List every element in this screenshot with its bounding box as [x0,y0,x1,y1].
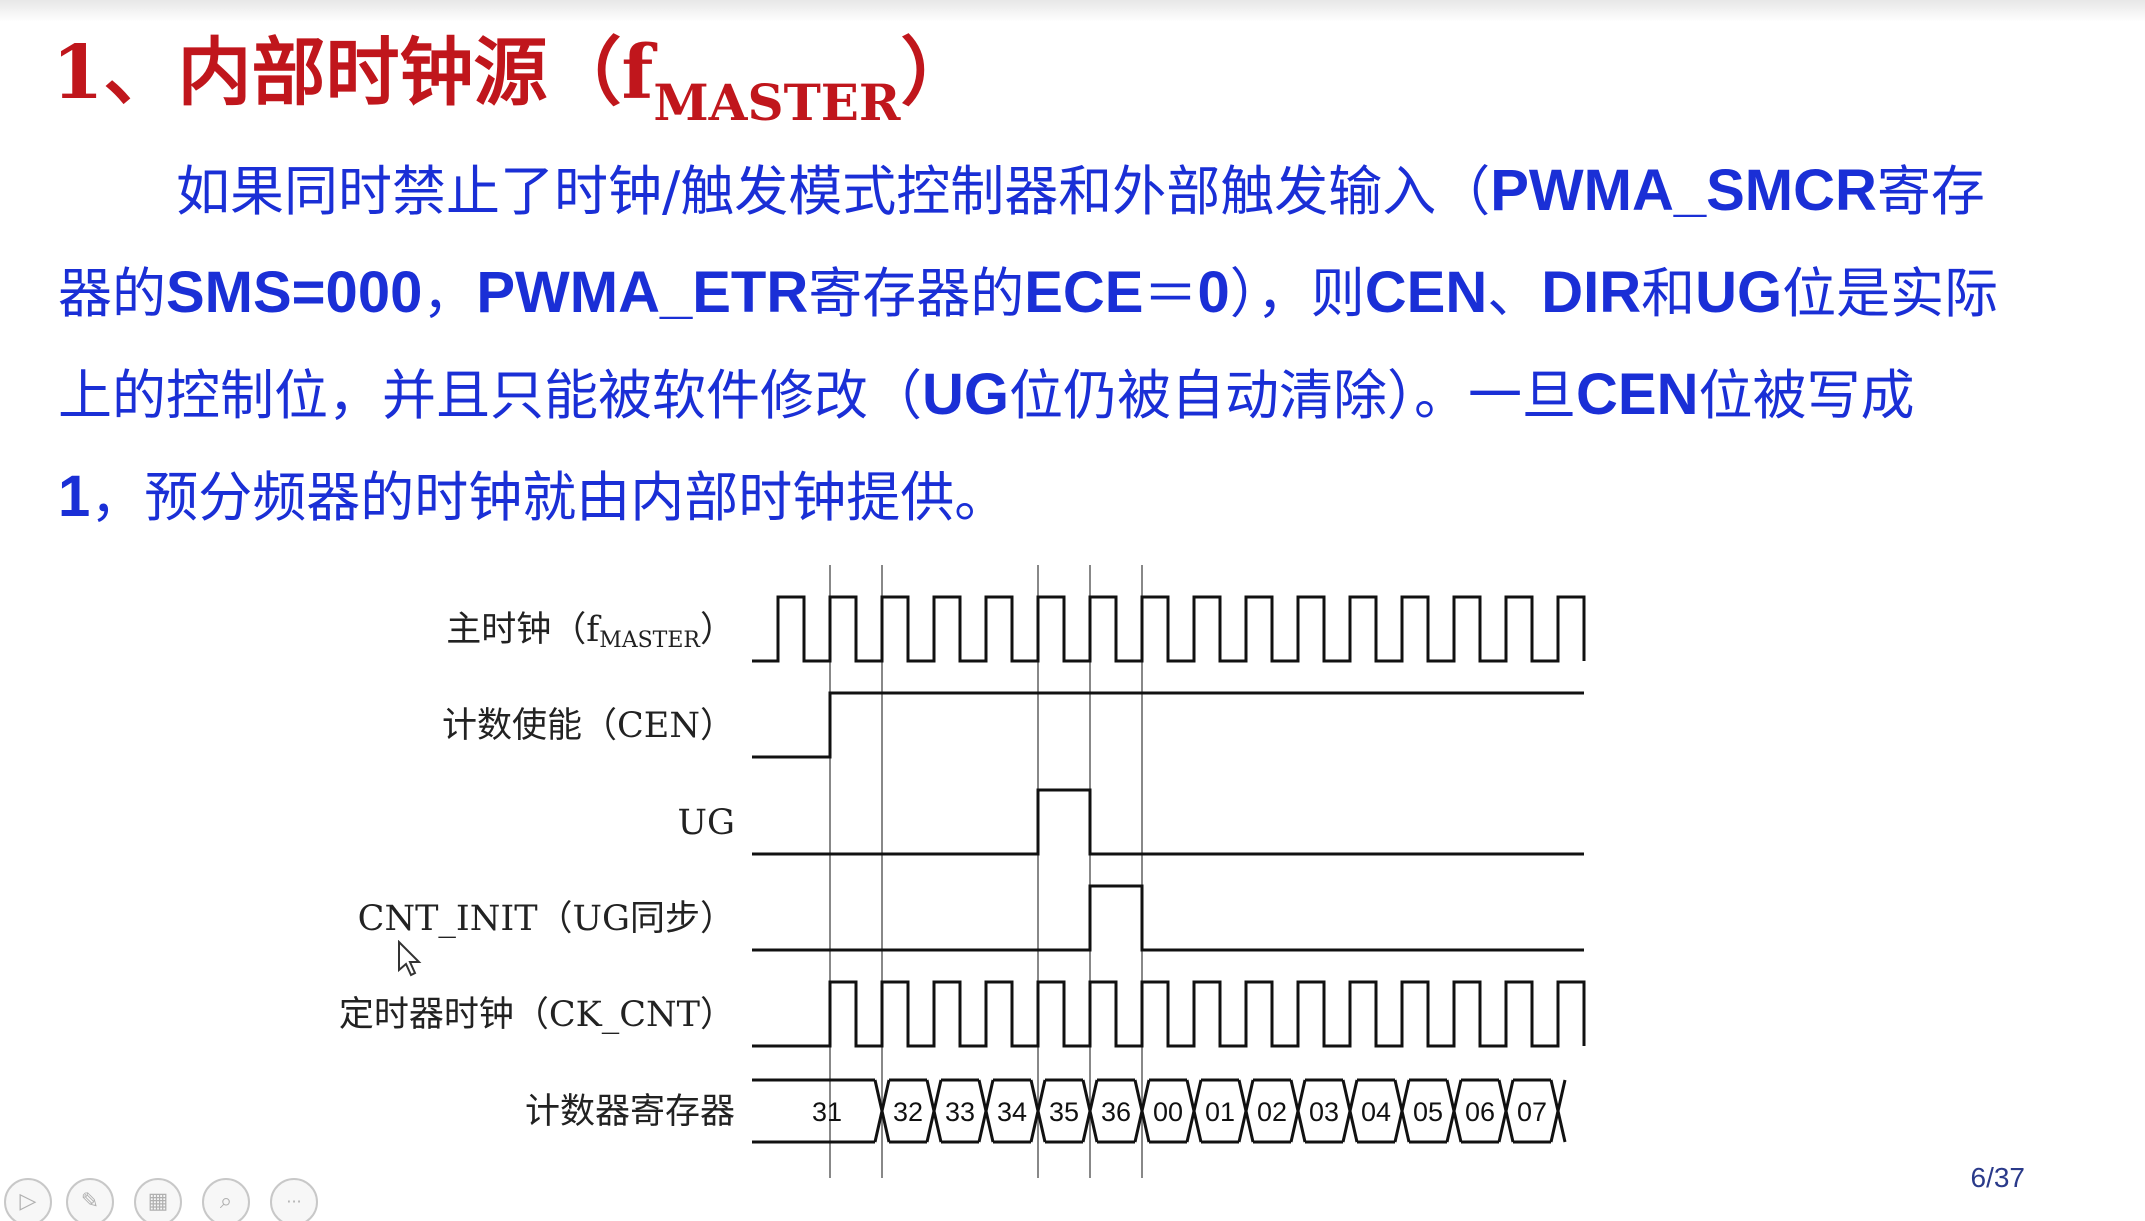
text-run: 上的控制位，并且只能被软件修改（ [58,364,922,427]
paragraph-line: 器的SMS=000，PWMA_ETR寄存器的ECE＝0），则CEN、DIR和UG… [58,242,2066,344]
text-run: 器的 [58,262,166,325]
zoom-icon[interactable]: ⌕ [202,1178,250,1221]
signal-label-counter: 计数器寄存器 [525,1092,735,1132]
signal-label-ug: UG [678,803,735,843]
counter-cell-edge [1185,1078,1239,1144]
counter-cell-edge [1081,1078,1135,1144]
signal-label-fmaster: 主时钟（fMASTER） [446,610,735,653]
bold-term: 0 [1197,260,1230,325]
bold-term: CEN [1364,260,1488,325]
bold-term: SMS=000 [166,260,423,325]
page-number: 6/37 [1970,1162,2026,1193]
counter-value: 34 [997,1097,1027,1127]
text-run: 位仍被自动清除）。一旦 [1009,364,1576,427]
counter-value: 31 [812,1097,842,1127]
signal-label-close: ） [700,610,735,650]
signal-label-text: UG [678,803,735,843]
counter-value: 36 [1101,1097,1131,1127]
text-run: ，预分频器的时钟就由内部时钟提供。 [90,466,1009,529]
text-run: 、 [1487,262,1542,325]
counter-value: 01 [1205,1097,1235,1127]
counter-value: 33 [945,1097,975,1127]
counter-value: 32 [893,1097,923,1127]
title-close: ） [900,30,975,116]
text-run: 位被写成 [1698,364,1915,427]
paragraph-line: 1，预分频器的时钟就由内部时钟提供。 [58,446,2066,548]
signal-label-subscript: MASTER [599,628,701,653]
counter-cell-edge [1133,1078,1187,1144]
title-main: 1、内部时钟源（f [52,30,654,116]
more-icon[interactable]: ··· [270,1178,318,1221]
bold-term: 1 [58,464,91,529]
counter-value: 35 [1049,1097,1079,1127]
text-run: 寄存器的 [808,262,1025,325]
ug-waveform [752,788,1584,856]
cnt-init-waveform [752,884,1584,952]
signal-label-text: 计数使能（CEN） [442,706,735,746]
cen-waveform [752,691,1584,759]
bold-term: PWMA_ETR [476,260,809,325]
counter-cell-edge [1029,1078,1083,1144]
counter-cell-edge [1445,1078,1499,1144]
signal-label-text: CNT_INIT（UG同步） [358,899,735,939]
counter-cell-edge [1393,1078,1447,1144]
counter-value: 05 [1413,1097,1443,1127]
play-icon[interactable]: ▷ [4,1178,52,1221]
counter-value: 04 [1361,1097,1391,1127]
counter-value: 06 [1465,1097,1495,1127]
text-run: 寄存 [1876,160,1985,223]
text-run: 如果同时禁止了时钟/触发模式控制器和外部触发输入（ [176,160,1491,223]
text-run: 位是实际 [1782,262,1999,325]
counter-value: 03 [1309,1097,1339,1127]
bold-term: PWMA_SMCR [1490,158,1877,223]
mouse-cursor-icon [398,940,422,977]
counter-cell-edge [873,1078,927,1144]
title-subscript: MASTER [653,73,901,132]
counter-cell-edge [925,1078,979,1144]
signal-label-text: 定时器时钟（CK_CNT） [339,995,735,1035]
text-run: ， [422,262,477,325]
pen-icon[interactable]: ✎ [66,1178,114,1221]
paragraph-line: 上的控制位，并且只能被软件修改（UG位仍被自动清除）。一旦CEN位被写成 [58,344,2066,446]
slide-title: 1、内部时钟源（fMASTER） [52,18,974,136]
counter-value: 02 [1257,1097,1287,1127]
ck-cnt-waveform [752,980,1586,1048]
text-run: ），则 [1229,262,1365,325]
text-run: 和 [1641,262,1696,325]
fmaster-waveform [752,595,1586,663]
slides-icon[interactable]: ▦ [134,1178,182,1221]
paragraph-line: 如果同时禁止了时钟/触发模式控制器和外部触发输入（PWMA_SMCR寄存 [58,140,2066,242]
counter-cell-edge [1289,1078,1343,1144]
bold-term: UG [1695,260,1783,325]
counter-value: 07 [1517,1097,1547,1127]
signal-label-cnt-init: CNT_INIT（UG同步） [358,899,735,939]
signal-label-text: 主时钟（f [446,610,602,650]
signal-label-text: 计数器寄存器 [525,1092,735,1132]
counter-cell-edge [1497,1078,1551,1144]
bold-term: ECE [1024,260,1144,325]
signal-label-cen: 计数使能（CEN） [442,706,735,746]
window-top-strip [0,0,2145,22]
counter-cell-edge [977,1078,1031,1144]
counter-cell-edge [1237,1078,1291,1144]
counter-cell-edge [1341,1078,1395,1144]
counter-value: 00 [1153,1097,1183,1127]
signal-label-ck-cnt: 定时器时钟（CK_CNT） [339,995,735,1035]
bold-term: DIR [1541,260,1642,325]
bold-term: UG [922,362,1009,427]
text-run: ＝ [1143,262,1198,325]
body-paragraph: 如果同时禁止了时钟/触发模式控制器和外部触发输入（PWMA_SMCR寄存器的SM… [58,140,2066,548]
counter-cell-edge [1549,1079,1567,1143]
bold-term: CEN [1576,362,1699,427]
